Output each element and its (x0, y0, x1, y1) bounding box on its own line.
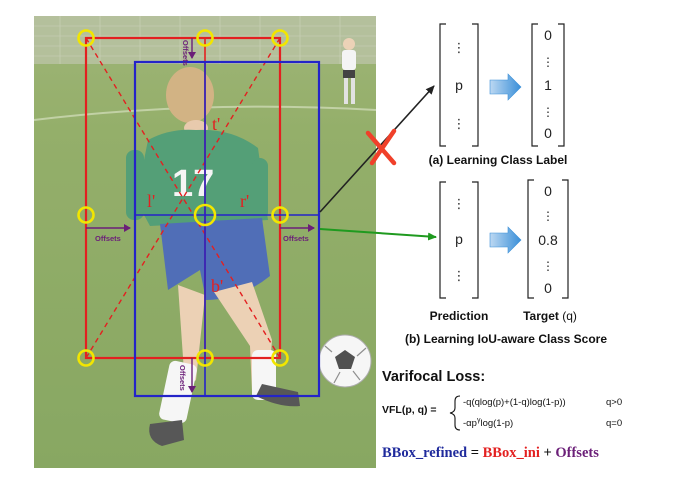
loss-case2-cond: q=0 (606, 418, 622, 429)
target-a-3: ⋮ (542, 105, 554, 119)
bbox-ini: BBox_ini (483, 445, 540, 461)
player-hair (166, 67, 214, 123)
player-arm-right (252, 158, 268, 220)
loss-case2: -αpγlog(1-p) (463, 417, 513, 429)
bracket-left (439, 23, 446, 147)
panel-a-target-vector: 0 ⋮ 1 ⋮ 0 (531, 23, 565, 147)
loss-case1-cond: q>0 (606, 397, 622, 408)
bbox-equation: BBox_refined = BBox_ini + Offsets (382, 445, 599, 461)
bracket-right (562, 179, 569, 299)
letter-r: r' (240, 191, 249, 211)
panel-b-target-vector: 0 ⋮ 0.8 ⋮ 0 (527, 179, 569, 299)
bbox-plus: + (540, 445, 556, 461)
loss-lhs: VFL(p, q) = (382, 404, 437, 416)
point-mid-left (77, 206, 95, 224)
target-b-0: 0 (544, 183, 552, 199)
target-a-0: 0 (544, 27, 552, 43)
pred-a-dots-top: ⋮ (453, 41, 466, 56)
panel-b: ⋮ p ⋮ 0 ⋮ 0.8 ⋮ 0 Prediction Target (q) … (405, 179, 607, 346)
offset-label-top: Offsets (181, 40, 190, 66)
pred-a-p: p (455, 77, 463, 93)
loss-case1: -q(qlog(p)+(1-q)log(1-p)) (463, 397, 566, 408)
blue-refined-box (133, 60, 321, 398)
point-mid-right (271, 206, 289, 224)
offset-label-left: Offsets (95, 234, 121, 243)
target-label-text: Target (523, 309, 559, 323)
target-b-1: ⋮ (542, 209, 554, 223)
point-center (193, 203, 217, 227)
target-label: Target (q) (523, 309, 577, 323)
pred-b-dots-top: ⋮ (453, 197, 466, 212)
letter-t: t' (212, 114, 220, 134)
target-a-4: 0 (544, 125, 552, 141)
offset-label-right: Offsets (283, 234, 309, 243)
red-initial-box (84, 36, 282, 360)
loss-title: Varifocal Loss: (382, 369, 485, 385)
pred-b-dots-bottom: ⋮ (453, 269, 466, 284)
red-x-icon (365, 128, 397, 166)
target-b-2: 0.8 (538, 232, 558, 248)
bracket-left (531, 23, 538, 147)
point-top-mid (196, 29, 214, 47)
target-b-4: 0 (544, 280, 552, 296)
letter-b: b' (211, 276, 223, 296)
jersey-number: 17 (172, 163, 214, 205)
bbox-equals: = (467, 445, 483, 461)
loss-case2-tail: log(1-p) (480, 418, 513, 429)
black-arrow (319, 85, 435, 213)
player-shorts (160, 218, 270, 300)
loss-brace (449, 395, 461, 431)
letter-l: l' (147, 191, 155, 211)
main-player: 17 (126, 67, 300, 446)
varifocal-loss: Varifocal Loss: VFL(p, q) = -q(qlog(p)+(… (382, 369, 622, 431)
loss-case2-sup: γ (477, 417, 481, 424)
green-arrow (319, 228, 437, 241)
loss-case2-expr: -αp (463, 418, 477, 429)
point-bottom-left (77, 349, 95, 367)
point-top-left (77, 29, 95, 47)
point-bottom-mid (196, 349, 214, 367)
player-shoe-left (149, 420, 184, 446)
pred-b-p: p (455, 231, 463, 247)
bbox-offsets: Offsets (555, 445, 599, 461)
target-label-suffix: (q) (559, 309, 577, 323)
bracket-left (527, 179, 534, 299)
sample-points (77, 29, 289, 367)
target-a-1: ⋮ (542, 55, 554, 69)
point-top-right (271, 29, 289, 47)
target-a-2: 1 (544, 77, 552, 93)
distance-letters: t' l' r' b' (147, 114, 249, 296)
pred-a-dots-bottom: ⋮ (453, 117, 466, 132)
panel-b-pred-vector: ⋮ p ⋮ (439, 181, 479, 299)
bbox-refined: BBox_refined (382, 445, 467, 461)
target-b-3: ⋮ (542, 259, 554, 273)
offset-arrows (86, 38, 315, 393)
fat-arrow-b (489, 226, 522, 254)
offset-label-bottom: Offsets (178, 365, 187, 391)
bracket-right (472, 181, 479, 299)
panel-a-pred-vector: ⋮ p ⋮ (439, 23, 479, 147)
bracket-left (439, 181, 446, 299)
bracket-right (472, 23, 479, 147)
panel-a: ⋮ p ⋮ 0 ⋮ 1 ⋮ 0 (a) Learning Class Label (429, 23, 568, 167)
panel-b-caption: (b) Learning IoU-aware Class Score (405, 332, 607, 346)
bracket-right (558, 23, 565, 147)
offset-labels: Offsets Offsets Offsets Offsets (95, 40, 309, 391)
prediction-label: Prediction (430, 309, 489, 323)
fat-arrow-a (489, 73, 522, 101)
player-sock-left (159, 360, 197, 424)
panel-a-caption: (a) Learning Class Label (429, 153, 568, 167)
soccer-ball (318, 334, 372, 388)
player-jersey (136, 129, 268, 226)
background-player (342, 38, 356, 104)
refined-bbox (133, 60, 321, 398)
point-bottom-right (271, 349, 289, 367)
